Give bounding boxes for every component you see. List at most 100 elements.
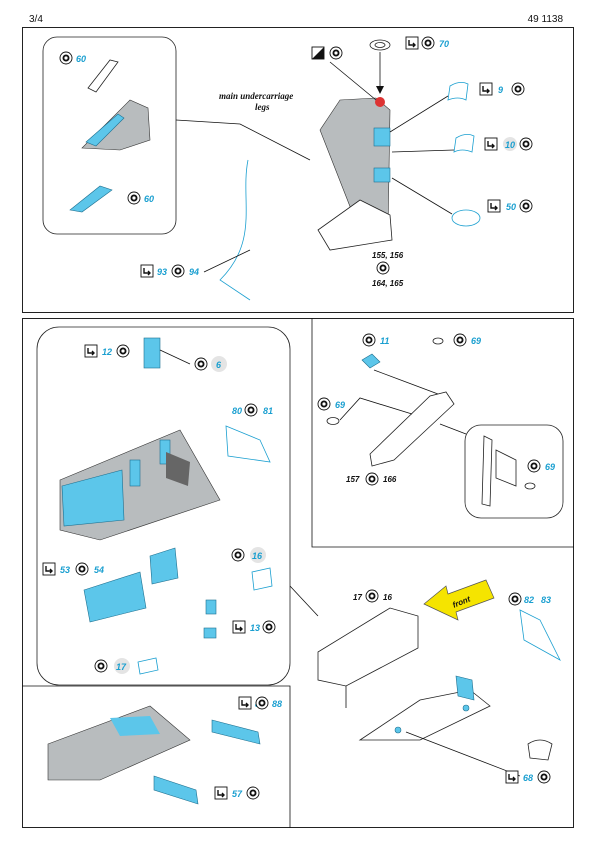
screw-icon xyxy=(262,620,276,634)
part-60-outline xyxy=(87,59,119,93)
part-label-80: 80 xyxy=(232,406,242,416)
part-label-83: 83 xyxy=(541,595,551,605)
bend-icon xyxy=(238,696,252,710)
bend-icon xyxy=(84,344,98,358)
part-label-54: 54 xyxy=(94,565,104,575)
part-label-12: 12 xyxy=(102,347,112,357)
gear-bay-frame xyxy=(358,689,491,741)
part-label-60a: 60 xyxy=(76,54,86,64)
part-80-81-frame xyxy=(225,425,271,463)
part-label-60b: 60 xyxy=(144,194,154,204)
screw-icon xyxy=(519,199,533,213)
part-label-6: 6 xyxy=(216,360,222,370)
part-label-94: 94 xyxy=(189,267,199,277)
part-69-ring-left xyxy=(326,417,340,425)
screw-icon xyxy=(171,264,185,278)
panel-insert xyxy=(61,469,125,527)
part-68-assembly xyxy=(527,739,553,761)
screw-icon xyxy=(362,333,376,347)
part-9-outline xyxy=(447,82,469,101)
screw-icon xyxy=(59,51,73,65)
screw-icon xyxy=(194,357,208,371)
bend-icon xyxy=(487,199,501,213)
ref-numbers-164-165: 164, 165 xyxy=(372,279,404,288)
part-87-88 xyxy=(211,719,261,745)
part-60b xyxy=(69,185,113,213)
part-12 xyxy=(143,337,161,369)
paint-icon xyxy=(311,46,325,60)
part-label-11: 11 xyxy=(380,336,389,346)
part-60-fitted xyxy=(85,113,125,147)
part-label-53: 53 xyxy=(60,565,70,575)
part-label-81: 81 xyxy=(263,406,273,416)
bend-icon xyxy=(505,770,519,784)
right-panel-divider xyxy=(311,318,574,548)
screw-icon xyxy=(376,261,390,275)
bend-icon xyxy=(140,264,154,278)
ref-17: 17 xyxy=(353,593,362,602)
brake-line-93-94 xyxy=(219,159,251,301)
part-82-83 xyxy=(519,609,561,661)
bottom-left-divider xyxy=(22,685,291,828)
screw-icon xyxy=(116,344,130,358)
leader-line xyxy=(175,119,311,161)
screw-icon xyxy=(421,36,435,50)
ref-numbers-155-156: 155, 156 xyxy=(372,251,404,260)
bend-icon xyxy=(479,82,493,96)
screw-icon xyxy=(231,548,245,562)
ref-157: 157 xyxy=(346,475,360,484)
leg-base xyxy=(317,199,393,251)
part-label-69a: 69 xyxy=(471,336,481,346)
part-label-17: 17 xyxy=(116,662,127,672)
part-label-16: 16 xyxy=(252,551,263,561)
part-label-13: 13 xyxy=(250,623,260,633)
part-label-70: 70 xyxy=(439,39,449,49)
part-label-93: 93 xyxy=(157,267,167,277)
screw-icon xyxy=(508,592,522,606)
screw-icon xyxy=(453,333,467,347)
part-label-50: 50 xyxy=(506,202,516,212)
screw-icon xyxy=(527,459,541,473)
bend-icon xyxy=(42,562,56,576)
bend-icon xyxy=(232,620,246,634)
screw-icon xyxy=(365,589,379,603)
caption-legs: legs xyxy=(255,102,270,112)
strut-bracket xyxy=(369,391,455,467)
screw-icon xyxy=(537,770,551,784)
part-label-69b: 69 xyxy=(335,400,345,410)
front-arrow: front xyxy=(423,579,495,621)
part-57 xyxy=(153,775,199,805)
part-53-54 xyxy=(83,571,147,623)
part-50-clamp xyxy=(451,209,481,227)
panel-undercarriage-legs xyxy=(22,27,574,313)
part-11 xyxy=(361,353,381,369)
screw-icon xyxy=(365,472,379,486)
strut-top-cap xyxy=(375,97,385,107)
part-10-outline xyxy=(453,134,475,153)
screw-icon xyxy=(127,191,141,205)
part-label-82: 82 xyxy=(524,595,534,605)
wheel-well-rear-sketch xyxy=(47,705,191,781)
product-code: 49 1138 xyxy=(527,14,563,25)
strut-band-50 xyxy=(373,167,391,183)
screw-icon xyxy=(511,82,525,96)
part-label-10: 10 xyxy=(505,140,515,150)
panel-wheel-well xyxy=(22,318,574,828)
part-label-69c: 69 xyxy=(545,462,555,472)
screw-icon xyxy=(255,696,269,710)
part-69-ring-top xyxy=(432,337,444,345)
strut-band-9 xyxy=(373,127,391,147)
wheel-well-insert-sketch xyxy=(317,607,419,687)
part-label-9: 9 xyxy=(498,85,503,95)
bend-icon xyxy=(405,36,419,50)
ref-166: 166 xyxy=(383,475,397,484)
part-label-57: 57 xyxy=(232,789,243,799)
bend-icon xyxy=(214,786,228,800)
part-17-grille xyxy=(137,657,159,675)
part-label-68: 68 xyxy=(523,773,533,783)
screw-icon xyxy=(94,659,108,673)
screw-icon xyxy=(519,137,533,151)
part-label-88: 88 xyxy=(272,699,282,709)
page-number: 3/4 xyxy=(29,14,43,25)
